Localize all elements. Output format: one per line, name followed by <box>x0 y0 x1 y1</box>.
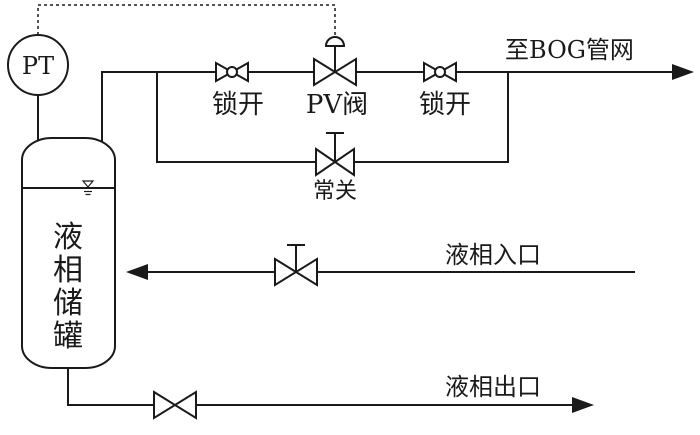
liquid-inlet-arrow <box>126 264 148 280</box>
actuator-dome <box>324 36 346 47</box>
pressure-transmitter: PT <box>7 34 69 96</box>
valve-body <box>153 390 197 420</box>
pv-valve-label: PV阀 <box>306 90 368 120</box>
to-bog-network-label: 至BOG管网 <box>505 36 634 64</box>
tank-label-char-4: 罐 <box>53 319 83 354</box>
liquid-level-icon <box>81 180 95 196</box>
lock-open-label-left: 锁开 <box>212 90 264 120</box>
valve-body <box>313 57 357 87</box>
signal-line <box>37 4 336 38</box>
lock-open-valve-right <box>423 61 457 83</box>
tank-label-char-3: 储 <box>53 286 83 321</box>
valve-ball <box>226 66 238 78</box>
valve-ball <box>434 66 446 78</box>
normally-closed-valve <box>315 132 355 177</box>
liquid-outlet-arrow <box>572 397 594 413</box>
tank-label-char-2: 相 <box>53 253 83 288</box>
liquid-inlet-label: 液相入口 <box>445 241 541 269</box>
normally-closed-label: 常关 <box>313 179 357 204</box>
pt-label: PT <box>22 52 54 80</box>
tank-label-char-1: 液 <box>53 220 83 255</box>
liquid-outlet-valve <box>153 390 197 420</box>
liquid-inlet-valve <box>274 244 318 287</box>
lock-open-valve-left <box>215 61 249 83</box>
liquid-outlet-label: 液相出口 <box>445 373 541 401</box>
liquid-storage-tank: 液 相 储 罐 <box>21 137 116 369</box>
liquid-outlet-pipe <box>67 368 575 406</box>
lock-open-label-right: 锁开 <box>419 90 471 120</box>
valve-body <box>315 147 355 177</box>
pv-control-valve <box>313 36 357 87</box>
valve-body <box>274 257 318 287</box>
bog-arrow <box>672 64 694 80</box>
bog-main-pipe <box>101 71 675 142</box>
